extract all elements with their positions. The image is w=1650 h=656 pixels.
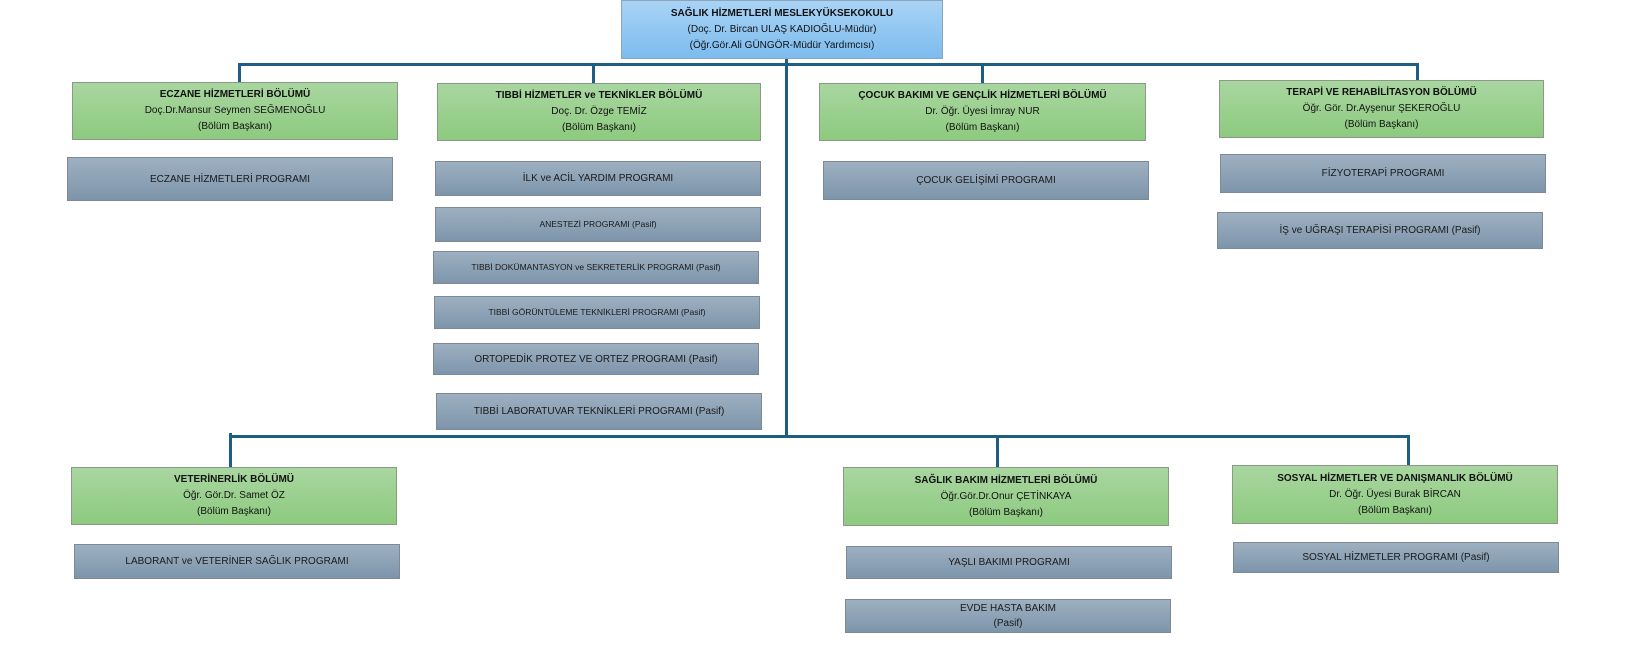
- program-label: TIBBİ DOKÜMANTASYON ve SEKRETERLİK PROGR…: [471, 262, 721, 272]
- connector-root-trunk: [785, 58, 788, 438]
- department-head: Öğr. Gör. Dr.Ayşenur ŞEKEROĞLU: [1302, 103, 1461, 114]
- department-title: ÇOCUK BAKIMI VE GENÇLİK HİZMETLERİ BÖLÜM…: [858, 90, 1107, 101]
- department-title: TIBBİ HİZMETLER ve TEKNİKLER BÖLÜMÜ: [495, 90, 703, 101]
- department-eczane: ECZANE HİZMETLERİ BÖLÜMÜ Doç.Dr.Mansur S…: [72, 82, 398, 140]
- department-saglik-bakim: SAĞLIK BAKIM HİZMETLERİ BÖLÜMÜ Öğr.Gör.D…: [843, 467, 1169, 526]
- program-cocuk-gelisimi: ÇOCUK GELİŞİMİ PROGRAMI: [823, 161, 1149, 200]
- department-veterinerlik: VETERİNERLİK BÖLÜMÜ Öğr. Gör.Dr. Samet Ö…: [71, 467, 397, 525]
- connector-cocuk: [981, 63, 984, 83]
- department-title: TERAPİ VE REHABİLİTASYON BÖLÜMÜ: [1286, 87, 1477, 98]
- department-role: (Bölüm Başkanı): [1358, 504, 1432, 516]
- connector-tibbi: [592, 63, 595, 83]
- department-head: Öğr.Gör.Dr.Onur ÇETİNKAYA: [940, 490, 1072, 502]
- root-deputy: (Öğr.Gör.Ali GÜNGÖR-Müdür Yardımcısı): [689, 39, 875, 51]
- connector-veteriner: [229, 433, 232, 467]
- department-head: Doç.Dr.Mansur Seymen SEĞMENOĞLU: [144, 105, 326, 116]
- connector-eczane: [238, 63, 241, 82]
- department-terapi-rehabilitasyon: TERAPİ VE REHABİLİTASYON BÖLÜMÜ Öğr. Gör…: [1219, 80, 1544, 138]
- root-node-school: SAĞLIK HİZMETLERİ MESLEKYÜKSEKOKULU (Doç…: [621, 0, 943, 59]
- connector-saglik-bakim: [996, 435, 999, 467]
- program-label: TIBBİ LABORATUVAR TEKNİKLERİ PROGRAMI (P…: [473, 406, 725, 417]
- program-label: ECZANE HİZMETLERİ PROGRAMI: [149, 173, 310, 185]
- department-role: (Bölüm Başkanı): [1344, 119, 1419, 130]
- program-eczane-hizmetleri: ECZANE HİZMETLERİ PROGRAMI: [67, 157, 393, 201]
- program-tibbi-laboratuvar: TIBBİ LABORATUVAR TEKNİKLERİ PROGRAMI (P…: [436, 393, 762, 430]
- program-label: ORTOPEDİK PROTEZ VE ORTEZ PROGRAMI (Pasi…: [474, 353, 718, 365]
- department-head: Öğr. Gör.Dr. Samet ÖZ: [183, 490, 285, 501]
- program-is-ugrasi-terapisi: İŞ ve UĞRAŞI TERAPİSİ PROGRAMI (Pasif): [1217, 212, 1543, 249]
- program-label: TIBBİ GÖRÜNTÜLEME TEKNİKLERİ PROGRAMI (P…: [488, 307, 706, 317]
- department-tibbi-hizmetler: TIBBİ HİZMETLER ve TEKNİKLER BÖLÜMÜ Doç.…: [437, 83, 761, 141]
- program-tibbi-dokumantasyon: TIBBİ DOKÜMANTASYON ve SEKRETERLİK PROGR…: [433, 251, 759, 284]
- program-label: EVDE HASTA BAKIM: [960, 603, 1056, 614]
- connector-terapi: [1416, 63, 1419, 80]
- department-title: SOSYAL HİZMETLER VE DANIŞMANLIK BÖLÜMÜ: [1277, 472, 1513, 484]
- program-ilk-acil-yardim: İLK ve ACİL YARDIM PROGRAMI: [435, 161, 761, 196]
- program-label: FİZYOTERAPİ PROGRAMI: [1321, 168, 1445, 179]
- program-sosyal-hizmetler: SOSYAL HİZMETLER PROGRAMI (Pasif): [1233, 542, 1559, 573]
- department-head: Dr. Öğr. Üyesi Burak BİRCAN: [1329, 488, 1461, 500]
- program-label: SOSYAL HİZMETLER PROGRAMI (Pasif): [1302, 552, 1490, 563]
- connector-sosyal: [1407, 435, 1410, 465]
- connector-bottom-horizontal: [229, 435, 1410, 438]
- root-title: SAĞLIK HİZMETLERİ MESLEKYÜKSEKOKULU: [670, 7, 894, 19]
- department-role: (Bölüm Başkanı): [562, 122, 636, 133]
- program-yasli-bakimi: YAŞLI BAKIMI PROGRAMI: [846, 546, 1172, 579]
- department-sosyal-hizmetler: SOSYAL HİZMETLER VE DANIŞMANLIK BÖLÜMÜ D…: [1232, 465, 1558, 524]
- department-title: ECZANE HİZMETLERİ BÖLÜMÜ: [159, 89, 311, 100]
- program-label: ÇOCUK GELİŞİMİ PROGRAMI: [916, 175, 1056, 186]
- root-director: (Doç. Dr. Bircan ULAŞ KADIOĞLU-Müdür): [687, 23, 877, 35]
- department-role: (Bölüm Başkanı): [945, 122, 1020, 133]
- connector-top-horizontal: [238, 63, 1419, 66]
- program-laborant-veteriner: LABORANT ve VETERİNER SAĞLIK PROGRAMI: [74, 544, 400, 579]
- program-label: LABORANT ve VETERİNER SAĞLIK PROGRAMI: [125, 556, 349, 567]
- department-role: (Bölüm Başkanı): [197, 506, 271, 517]
- department-role: (Bölüm Başkanı): [198, 121, 272, 132]
- program-evde-hasta-bakim: EVDE HASTA BAKIM (Pasif): [845, 599, 1171, 633]
- program-fizyoterapi: FİZYOTERAPİ PROGRAMI: [1220, 154, 1546, 193]
- program-label: ANESTEZİ PROGRAMI (Pasif): [539, 219, 657, 229]
- program-status: (Pasif): [993, 618, 1023, 629]
- program-tibbi-goruntuleme: TIBBİ GÖRÜNTÜLEME TEKNİKLERİ PROGRAMI (P…: [434, 296, 760, 329]
- department-head: Doç. Dr. Özge TEMİZ: [551, 106, 647, 117]
- department-role: (Bölüm Başkanı): [969, 506, 1043, 518]
- program-label: İŞ ve UĞRAŞI TERAPİSİ PROGRAMI (Pasif): [1279, 225, 1481, 236]
- program-anestezi: ANESTEZİ PROGRAMI (Pasif): [435, 207, 761, 242]
- department-cocuk-bakimi: ÇOCUK BAKIMI VE GENÇLİK HİZMETLERİ BÖLÜM…: [819, 83, 1146, 141]
- department-head: Dr. Öğr. Üyesi İmray NUR: [925, 106, 1040, 117]
- program-label: YAŞLI BAKIMI PROGRAMI: [948, 557, 1070, 568]
- department-title: SAĞLIK BAKIM HİZMETLERİ BÖLÜMÜ: [914, 474, 1098, 486]
- department-title: VETERİNERLİK BÖLÜMÜ: [174, 474, 294, 485]
- program-label: İLK ve ACİL YARDIM PROGRAMI: [522, 173, 674, 184]
- program-ortopedik-protez: ORTOPEDİK PROTEZ VE ORTEZ PROGRAMI (Pasi…: [433, 343, 759, 375]
